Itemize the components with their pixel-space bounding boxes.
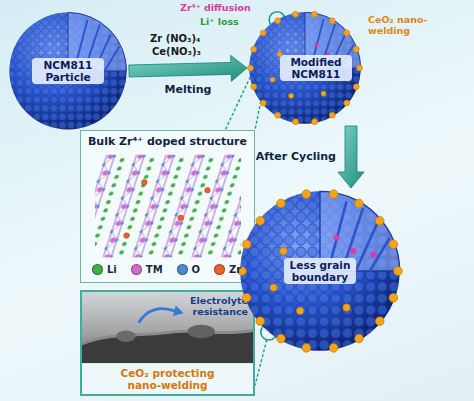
node-title: Bulk Zr⁴⁺ doped structure bbox=[88, 135, 247, 148]
connector bbox=[129, 55, 247, 81]
legend-swatch bbox=[92, 264, 103, 275]
particle-sphere: Less grain boundary bbox=[237, 188, 403, 354]
edge-label: Melting bbox=[165, 83, 212, 96]
connector bbox=[338, 126, 364, 188]
inset-box: Bulk Zr⁴⁺ doped structure bbox=[80, 130, 255, 283]
micrograph-box: Electrolyte resistanceCeO₂ protecting na… bbox=[80, 290, 255, 396]
legend-item: Zr bbox=[214, 264, 241, 275]
legend-item: TM bbox=[131, 264, 163, 275]
node-artwork bbox=[238, 190, 403, 352]
legend-item: Li bbox=[92, 264, 117, 275]
legend-swatch bbox=[177, 264, 188, 275]
node-title: Modified NCM811 bbox=[280, 55, 352, 81]
legend-text: O bbox=[192, 264, 201, 275]
node-artwork bbox=[82, 292, 253, 394]
node-title: Electrolyte resistance bbox=[176, 296, 248, 318]
process-arrow bbox=[129, 55, 247, 81]
zoom-leader bbox=[255, 340, 267, 386]
node-artwork bbox=[9, 12, 126, 129]
reagent-label: Zr (NO₃)₄ bbox=[150, 33, 200, 45]
legend-item: O bbox=[177, 264, 201, 275]
particle-sphere: Modified NCM811 bbox=[247, 10, 363, 126]
node-note: CeO₂ protecting nano-welding bbox=[103, 367, 233, 391]
legend-text: TM bbox=[146, 264, 163, 275]
node-title: Less grain boundary bbox=[284, 258, 356, 284]
node-title: NCM811 Particle bbox=[32, 58, 104, 84]
process-label: Zr⁴⁺ diffusion bbox=[180, 2, 251, 13]
process-label: Li⁺ loss bbox=[200, 16, 239, 27]
reagent-label: Ce(NO₃)₃ bbox=[152, 46, 201, 58]
node-artwork bbox=[95, 155, 241, 258]
coating-label: CeO₂ nano-welding bbox=[368, 14, 468, 37]
legend-text: Li bbox=[107, 264, 117, 275]
edge-label: After Cycling bbox=[256, 150, 336, 163]
node-artwork bbox=[247, 11, 362, 124]
process-arrow bbox=[338, 126, 364, 188]
node-illustration bbox=[81, 131, 254, 282]
particle-sphere: NCM811 Particle bbox=[7, 10, 129, 132]
legend: Li TM O Zr bbox=[92, 264, 241, 275]
legend-text: Zr bbox=[229, 264, 241, 275]
legend-swatch bbox=[131, 264, 142, 275]
legend-swatch bbox=[214, 264, 225, 275]
